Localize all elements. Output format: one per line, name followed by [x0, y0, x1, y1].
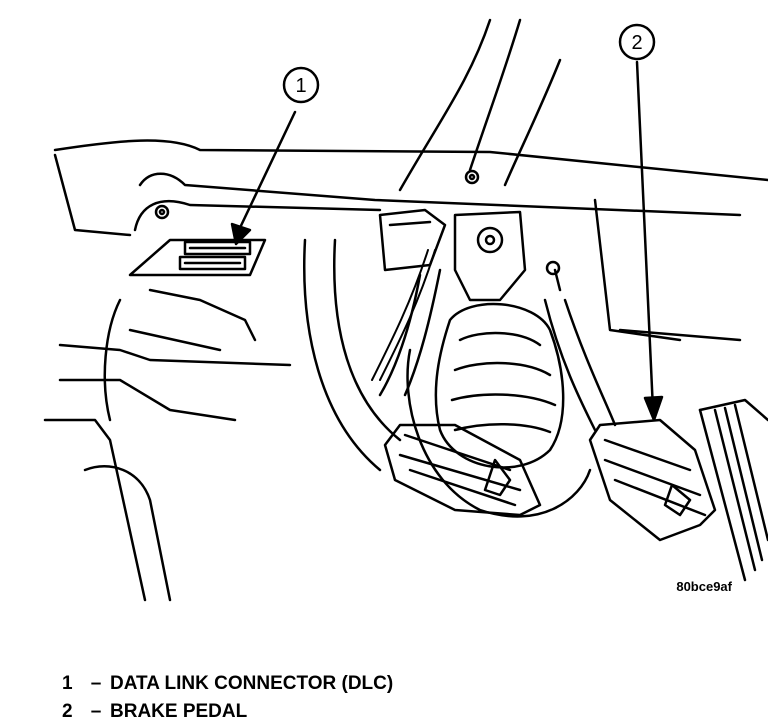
- legend-item-2: 2–BRAKE PEDAL: [62, 698, 393, 726]
- legend: 1–DATA LINK CONNECTOR (DLC) 2–BRAKE PEDA…: [62, 670, 393, 726]
- legend-label: DATA LINK CONNECTOR (DLC): [110, 673, 394, 694]
- callout-1: [230, 66, 320, 246]
- pedal-bracket: [378, 208, 562, 302]
- legend-number: 2: [62, 701, 73, 722]
- legend-separator: –: [90, 701, 102, 722]
- data-link-connector: [128, 169, 480, 277]
- lower-trim: [43, 288, 292, 602]
- callout-1-number: 1: [295, 75, 306, 97]
- accelerator-pedal: [698, 398, 768, 582]
- callout-2-number: 2: [631, 32, 642, 54]
- pedal-arms: [303, 238, 617, 472]
- legend-separator: –: [90, 673, 102, 694]
- wiring-harness: [371, 249, 436, 381]
- callout-2: [618, 23, 664, 422]
- legend-label: BRAKE PEDAL: [110, 701, 248, 722]
- brake-pedal-pad: [588, 418, 717, 542]
- booster-boot: [406, 302, 592, 518]
- legend-item-1: 1–DATA LINK CONNECTOR (DLC): [62, 670, 393, 698]
- legend-number: 1: [62, 673, 73, 694]
- figure-code: 80bce9af: [676, 579, 732, 594]
- diagram-illustration: 1 2 80bce9af: [43, 18, 768, 602]
- left-pedal-pad: [383, 423, 542, 517]
- dash-panel: [53, 18, 768, 342]
